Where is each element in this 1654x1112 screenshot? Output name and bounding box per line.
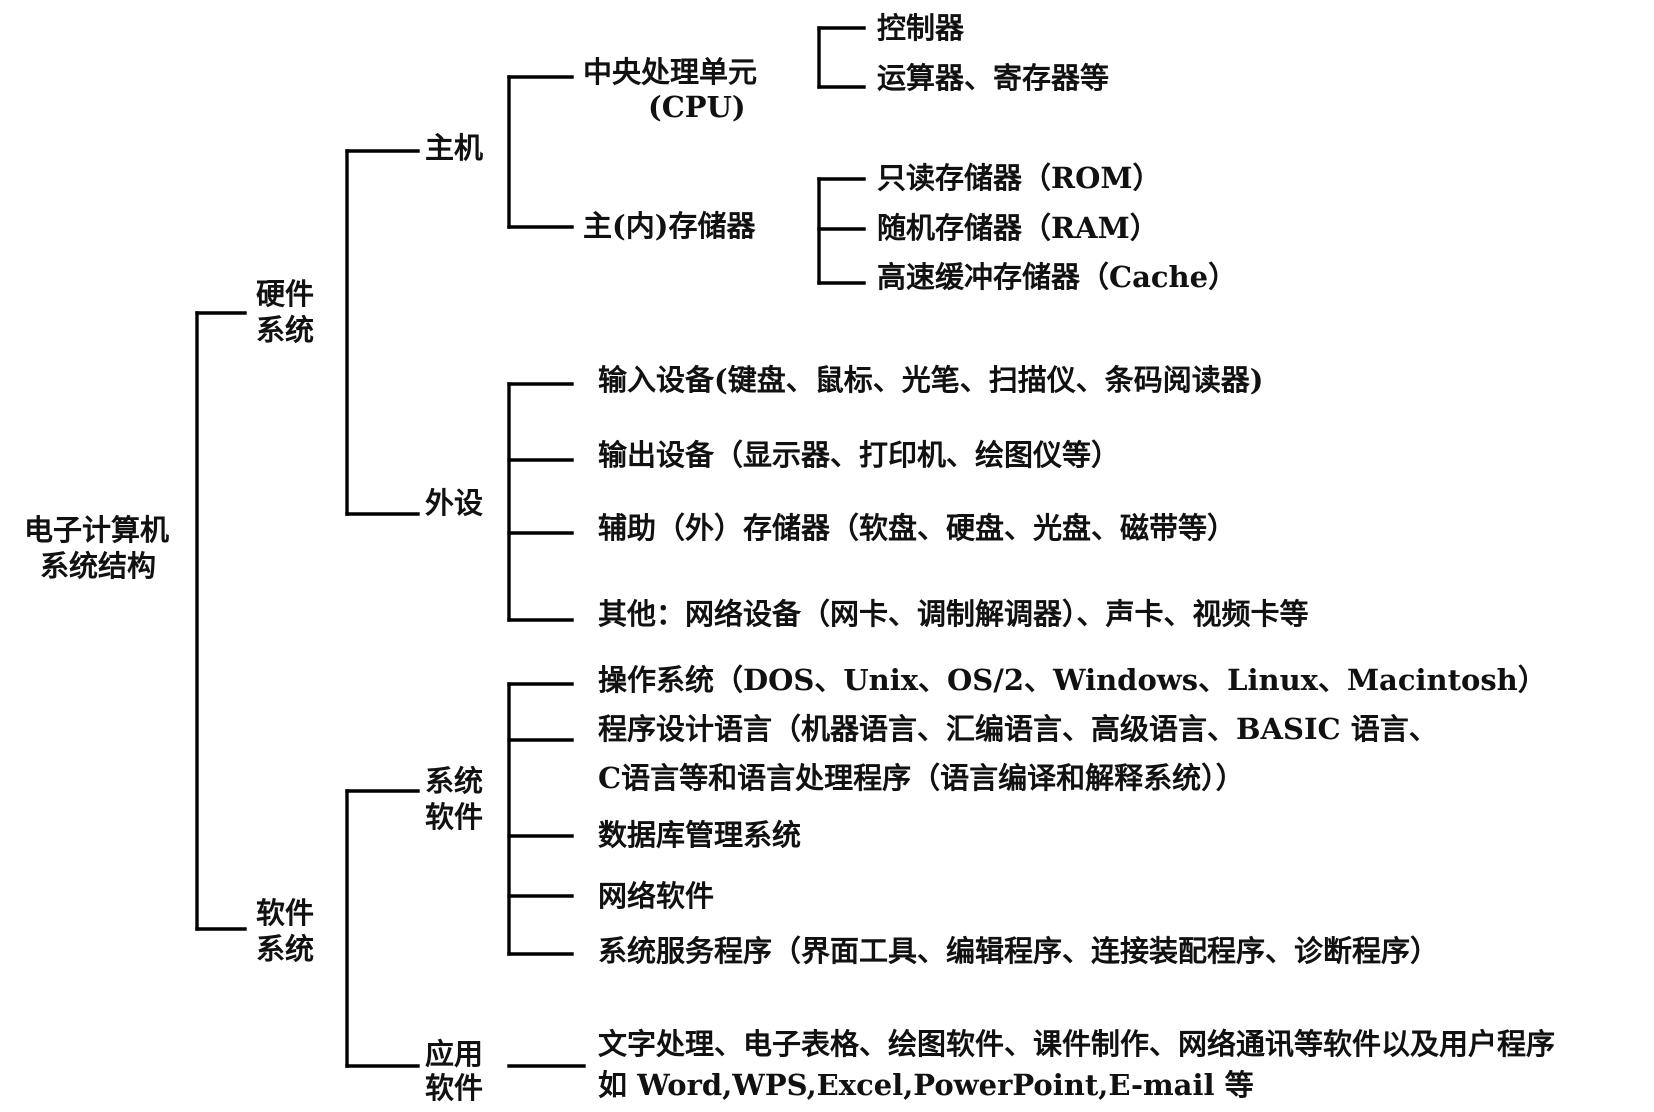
cpu-item-alu-registers: 运算器、寄存器等 (877, 61, 1109, 95)
system-software-label-line2: 软件 (425, 800, 483, 834)
memory-item-cache: 高速缓冲存储器（Cache） (877, 260, 1237, 294)
application-software-label-line1: 应用 (425, 1037, 483, 1071)
system-software-item-languages-line2: C语言等和语言处理程序（语言编译和解释系统）） (598, 761, 1245, 795)
tree-labels: 电子计算机 系统结构 硬件 系统 主机 中央处理单元 (CPU) 控制器 运算器… (24, 11, 1555, 1105)
root-label-line1: 电子计算机 (24, 513, 169, 547)
cpu-item-controller: 控制器 (877, 11, 965, 45)
cpu-label-line2: (CPU) (648, 90, 746, 124)
system-software-item-network: 网络软件 (598, 879, 714, 913)
peripheral-label: 外设 (425, 486, 483, 520)
peripheral-item-input: 输入设备(键盘、鼠标、光笔、扫描仪、条码阅读器) (598, 363, 1263, 397)
tree-connectors (195, 26, 866, 1068)
memory-item-rom: 只读存储器（ROM） (877, 161, 1161, 195)
peripheral-item-aux-storage: 辅助（外）存储器（软盘、硬盘、光盘、磁带等） (598, 511, 1236, 545)
memory-label: 主(内)存储器 (583, 209, 756, 243)
application-software-label-line2: 软件 (425, 1071, 483, 1105)
software-label-line1: 软件 (256, 896, 314, 930)
system-software-item-dbms: 数据库管理系统 (598, 818, 801, 852)
application-software-item-line1: 文字处理、电子表格、绘图软件、课件制作、网络通讯等软件以及用户程序 (598, 1027, 1555, 1061)
peripheral-item-output: 输出设备（显示器、打印机、绘图仪等） (598, 438, 1120, 472)
system-software-item-languages-line1: 程序设计语言（机器语言、汇编语言、高级语言、BASIC 语言、 (598, 712, 1438, 746)
root-label-line2: 系统结构 (40, 549, 156, 583)
system-software-item-utilities: 系统服务程序（界面工具、编辑程序、连接装配程序、诊断程序） (598, 934, 1439, 968)
host-label: 主机 (425, 131, 483, 165)
system-software-label-line1: 系统 (425, 764, 483, 798)
peripheral-item-other: 其他：网络设备（网卡、调制解调器）、声卡、视频卡等 (598, 597, 1309, 631)
cpu-label-line1: 中央处理单元 (583, 55, 757, 89)
memory-item-ram: 随机存储器（RAM） (877, 211, 1159, 245)
software-label-line2: 系统 (256, 932, 314, 966)
application-software-item-line2: 如 Word,WPS,Excel,PowerPoint,E-mail 等 (598, 1068, 1254, 1102)
hardware-label-line2: 系统 (256, 313, 314, 347)
hardware-label-line1: 硬件 (256, 277, 314, 311)
system-software-item-os: 操作系统（DOS、Unix、OS/2、Windows、Linux、Macinto… (598, 663, 1547, 697)
